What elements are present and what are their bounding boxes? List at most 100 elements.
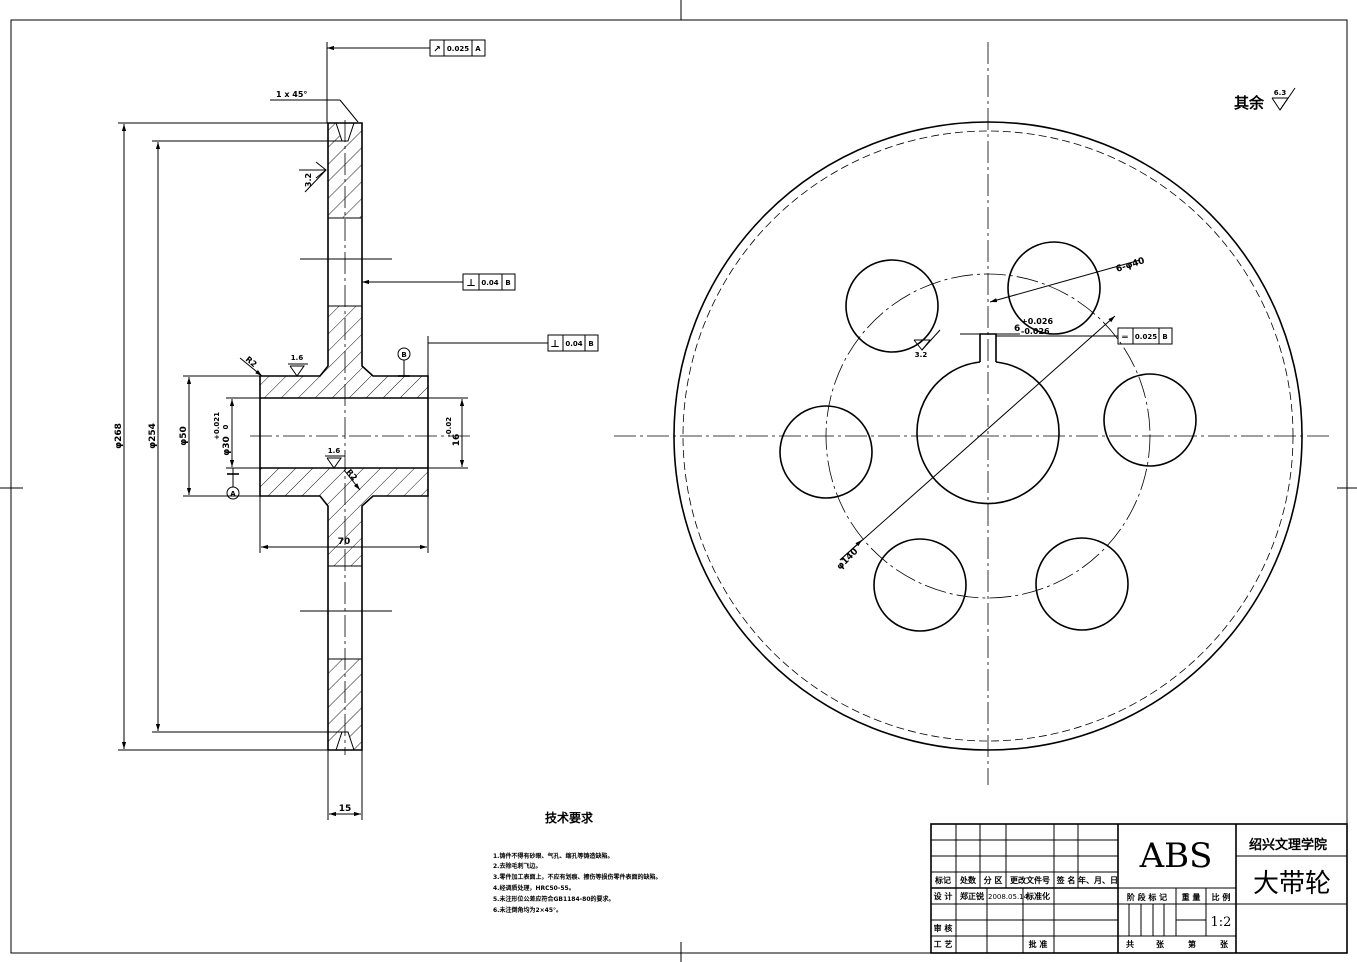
- svg-text:阶 段 标 记: 阶 段 标 记: [1127, 892, 1167, 902]
- tech-item: 2.去除毛刺飞边。: [493, 862, 541, 870]
- svg-text:B: B: [401, 351, 406, 359]
- svg-text:6-φ40: 6-φ40: [1115, 256, 1146, 275]
- svg-text:6.3: 6.3: [1274, 89, 1287, 97]
- svg-text:处数: 处数: [959, 875, 977, 885]
- dim-30-tol-upper: +0.021: [213, 412, 221, 440]
- svg-text:共: 共: [1126, 939, 1134, 949]
- svg-text:0.025: 0.025: [1135, 333, 1157, 341]
- dim-50-text: φ50: [179, 426, 189, 446]
- tech-requirements: 技术要求 1.铸件不得有砂眼、气孔、缩孔等铸造缺陷。 2.去除毛刺飞边。 3.零…: [493, 810, 661, 914]
- svg-text:A: A: [475, 45, 481, 53]
- svg-text:郑正锐: 郑正锐: [960, 891, 984, 901]
- tech-item: 4.经调质处理，HRC50-55。: [493, 884, 575, 892]
- dim-70-text: 70: [338, 537, 351, 547]
- title-block: 标记 处数 分 区 更改文件号 签 名 年、月、日 设 计 郑正锐 2008.0…: [930, 823, 1348, 954]
- svg-text:B: B: [505, 279, 510, 287]
- dim-phi268: φ268: [114, 122, 328, 751]
- svg-text:分 区: 分 区: [984, 875, 1003, 885]
- tech-item: 3.零件加工表面上，不应有划痕、擦伤等损伤零件表面的缺陷。: [493, 873, 661, 881]
- hole: [779, 405, 873, 499]
- svg-text:+0.026: +0.026: [1021, 317, 1053, 326]
- dim-268-text: φ268: [114, 423, 124, 449]
- svg-text:更改文件号: 更改文件号: [1010, 875, 1050, 885]
- dim-70: 70: [259, 496, 429, 553]
- roughness-32: 3.2: [299, 161, 327, 193]
- svg-text:φ140: φ140: [835, 547, 860, 572]
- svg-text:张: 张: [1156, 940, 1165, 949]
- hole: [1103, 373, 1197, 467]
- dim-16-text: 16: [452, 434, 462, 447]
- svg-text:第: 第: [1188, 939, 1196, 949]
- dim-phi50: φ50: [179, 375, 260, 497]
- dim-phi30: φ30 +0.021 0: [213, 397, 260, 469]
- svg-text:-0.026: -0.026: [1021, 327, 1050, 336]
- svg-text:R2: R2: [244, 355, 259, 369]
- dim-16-tol: -0.02: [445, 417, 453, 437]
- svg-text:B: B: [1162, 333, 1167, 341]
- dim-phi254: φ254: [148, 140, 342, 733]
- dim-15-text: 15: [339, 804, 352, 814]
- material-text: ABS: [1139, 836, 1213, 876]
- tech-title: 技术要求: [545, 810, 594, 825]
- dim-16: 16 -0.02: [428, 397, 468, 469]
- dim-30-text: φ30: [222, 436, 232, 456]
- chamfer-note: 1 x 45°: [270, 90, 359, 123]
- svg-text:1.6: 1.6: [328, 447, 341, 455]
- svg-text:标准化: 标准化: [1025, 891, 1050, 901]
- hole: [845, 259, 939, 353]
- hole: [873, 538, 967, 632]
- svg-text:0.04: 0.04: [565, 340, 582, 348]
- svg-text:3.2: 3.2: [915, 351, 928, 359]
- fcf-runout: ↗ 0.025 A: [326, 39, 486, 123]
- front-roughness: 3.2: [913, 329, 941, 359]
- fcf-symmetry: ═ 0.025 B: [996, 327, 1173, 345]
- svg-text:张: 张: [1220, 940, 1229, 949]
- chamfer-text: 1 x 45°: [276, 90, 307, 99]
- svg-text:3.2: 3.2: [304, 173, 313, 187]
- keyway-dim: 6 +0.026 -0.026: [1014, 317, 1053, 336]
- bore-keyway: [916, 333, 1060, 505]
- dim-15: 15: [327, 750, 363, 820]
- scale-value: 1:2: [1211, 915, 1232, 930]
- svg-text:设 计: 设 计: [934, 891, 953, 901]
- svg-text:6: 6: [1014, 324, 1020, 334]
- svg-text:⊥: ⊥: [550, 339, 559, 350]
- svg-text:批 准: 批 准: [1029, 939, 1048, 949]
- datum-b: B: [397, 347, 411, 377]
- tech-item: 5.未注形位公差应符合GB1184-80的要求。: [493, 895, 615, 903]
- svg-text:0.025: 0.025: [447, 45, 469, 53]
- svg-text:2008.05.14: 2008.05.14: [988, 893, 1029, 901]
- rest-roughness-note: 其余 6.3: [1234, 87, 1296, 112]
- roughness-16-b: 1.6: [325, 447, 345, 469]
- section-hatch: [260, 123, 428, 750]
- svg-text:重 量: 重 量: [1182, 892, 1201, 902]
- svg-text:审 核: 审 核: [934, 923, 953, 933]
- svg-text:比 例: 比 例: [1212, 892, 1231, 902]
- dim-30-tol-lower: 0: [222, 424, 230, 429]
- svg-text:═: ═: [1121, 333, 1128, 343]
- svg-text:A: A: [230, 490, 236, 498]
- front-view: 6-φ40 φ140 6 +0.026 -0.026 ═ 0.025 B: [614, 42, 1332, 785]
- svg-text:↗: ↗: [433, 45, 441, 55]
- svg-text:⊥: ⊥: [466, 278, 475, 289]
- svg-text:标记: 标记: [934, 875, 951, 885]
- svg-text:签 名: 签 名: [1056, 875, 1076, 885]
- tech-item: 1.铸件不得有砂眼、气孔、缩孔等铸造缺陷。: [493, 852, 613, 860]
- pcd-callout: φ140: [835, 315, 1116, 572]
- fcf-perp-1: ⊥ 0.04 B: [362, 273, 516, 291]
- svg-text:年、月、日: 年、月、日: [1078, 875, 1118, 885]
- hole: [1035, 537, 1129, 631]
- section-view: φ268 φ254 φ50 φ30 +0.021 0: [114, 39, 599, 820]
- svg-text:1.6: 1.6: [291, 354, 304, 362]
- hole: [1007, 241, 1101, 335]
- svg-text:其余: 其余: [1234, 94, 1265, 112]
- part-name: 大带轮: [1253, 869, 1331, 899]
- svg-text:0.04: 0.04: [481, 279, 498, 287]
- lightening-holes: [779, 241, 1197, 632]
- school-name: 绍兴文理学院: [1249, 837, 1327, 853]
- fcf-perp-2: ⊥ 0.04 B: [427, 334, 599, 376]
- r-top: R2: [239, 355, 263, 377]
- roughness-16-a: 1.6: [288, 354, 308, 377]
